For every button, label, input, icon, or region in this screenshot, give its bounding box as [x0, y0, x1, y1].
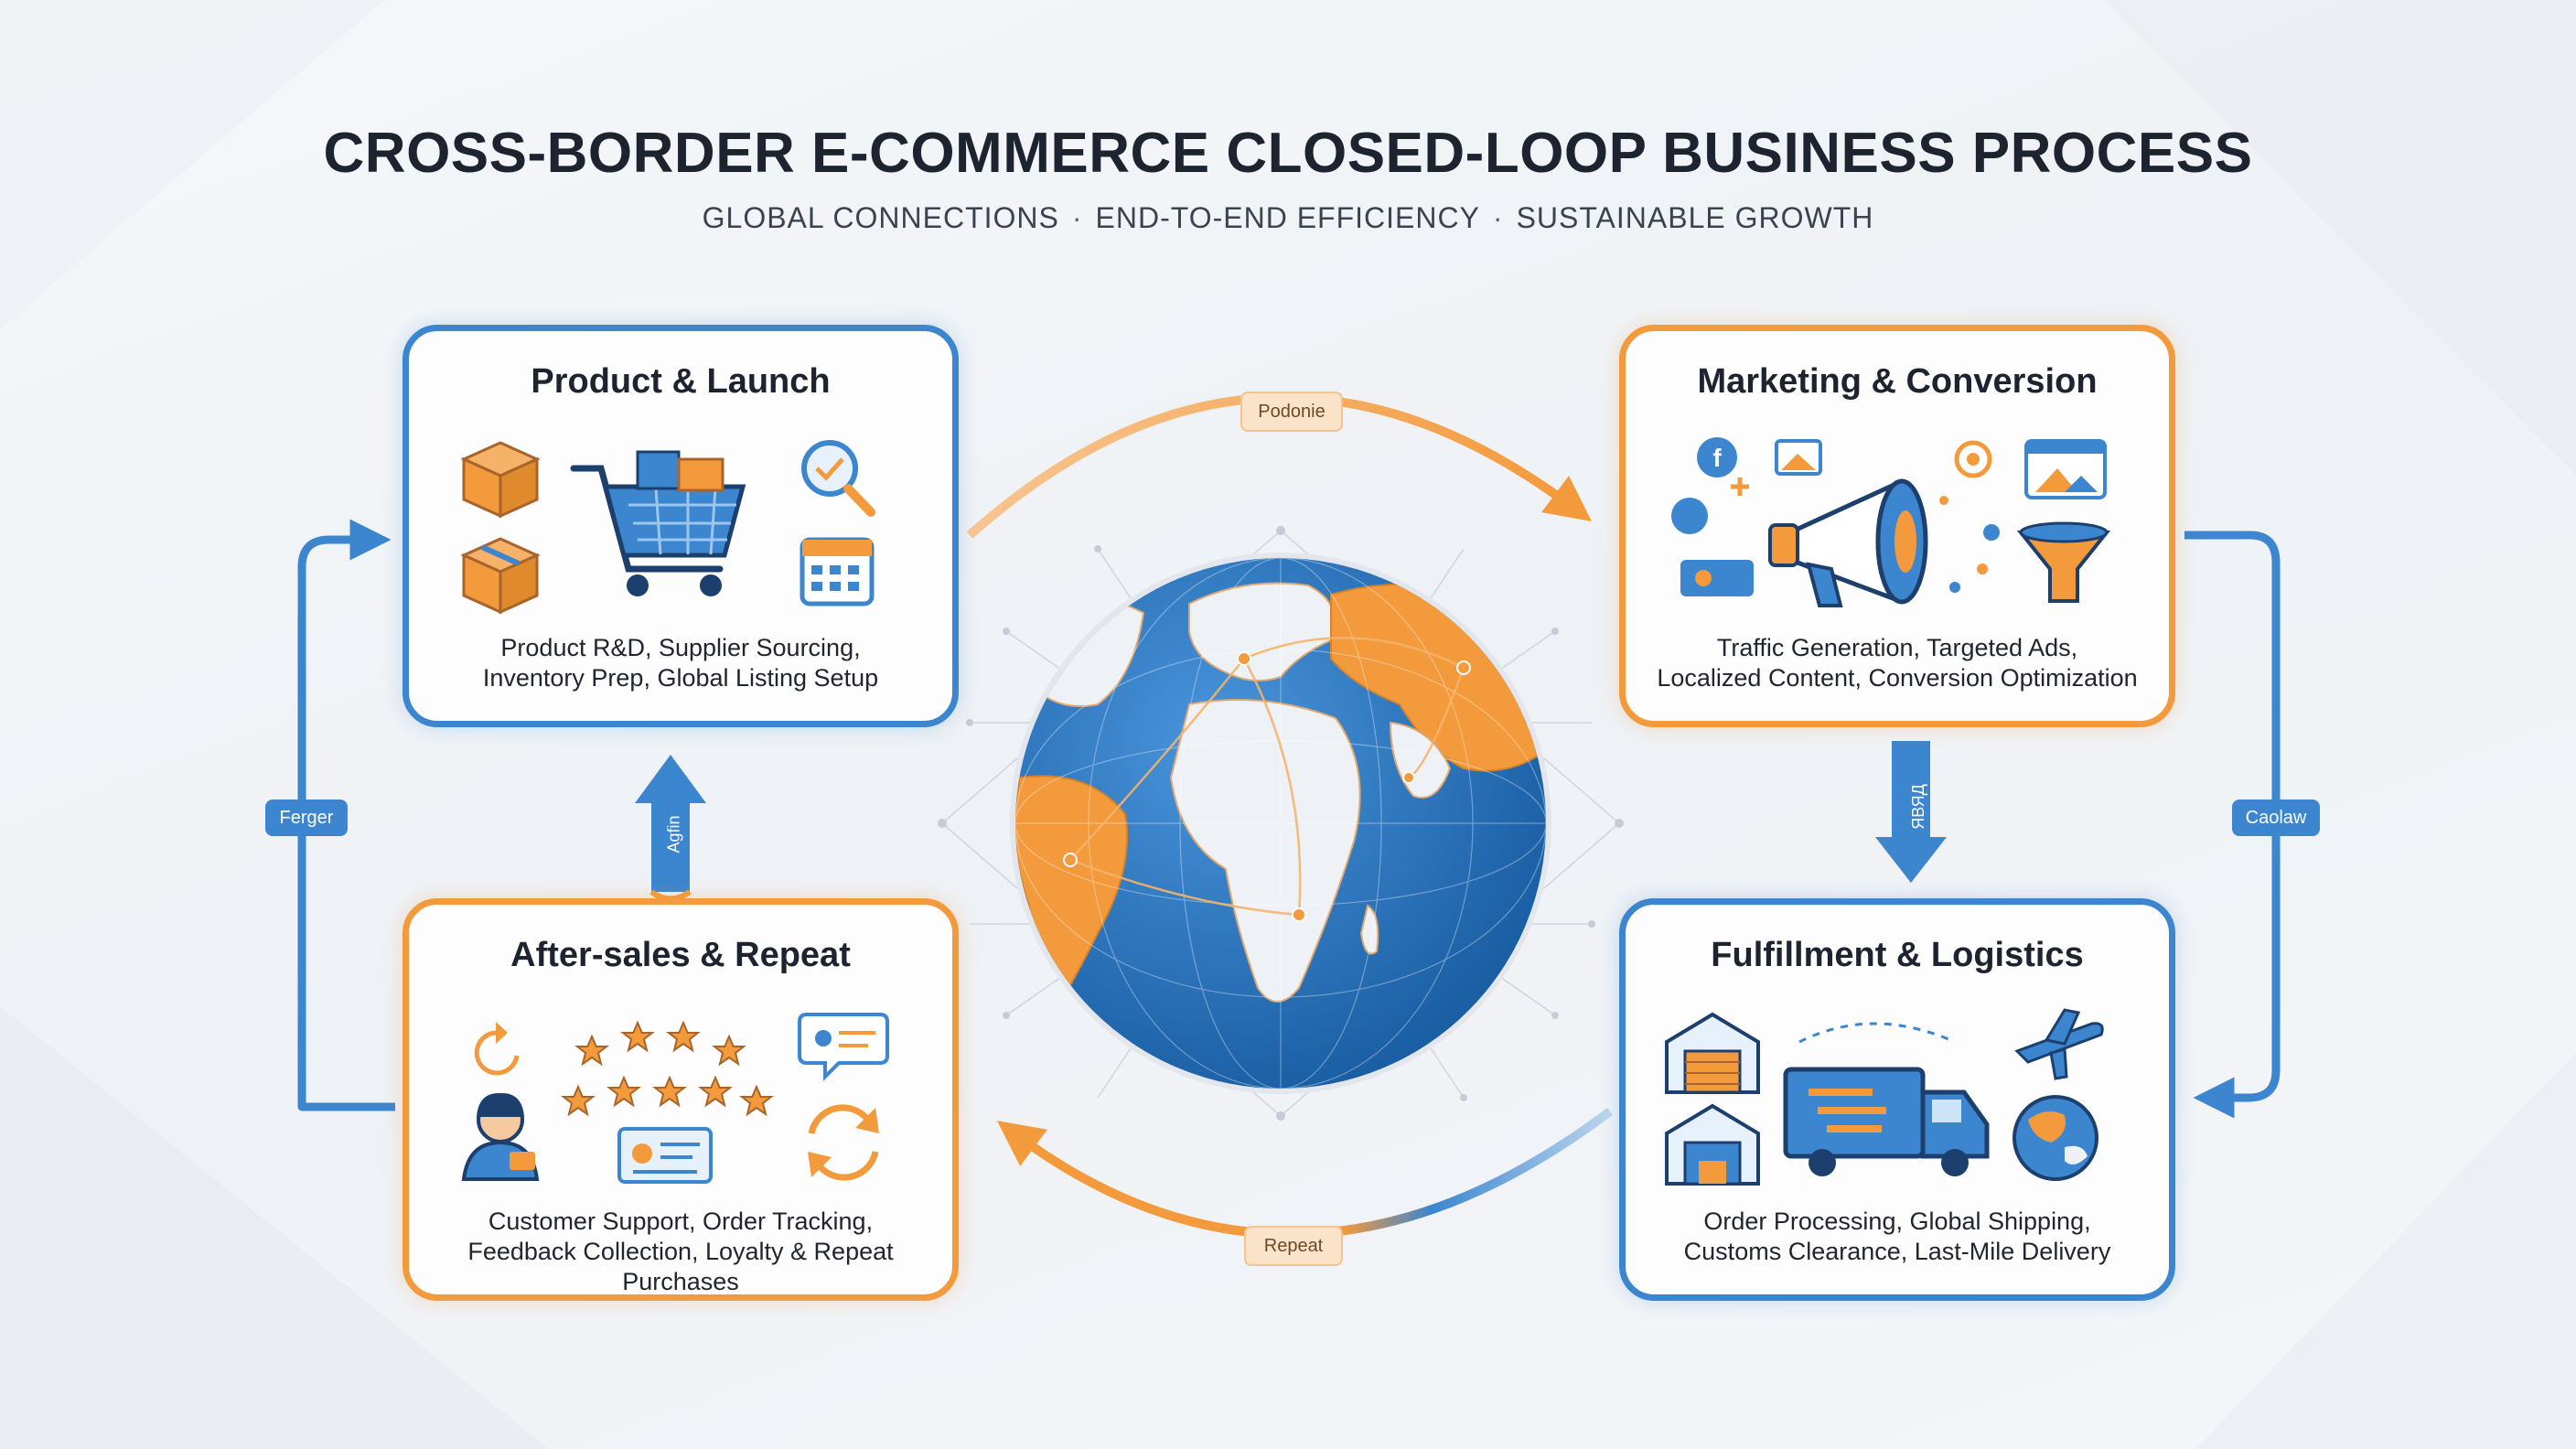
- up-arrow-label: Agfin: [655, 790, 686, 878]
- card-icons: [460, 440, 875, 615]
- megaphone-icon: [1768, 478, 1928, 607]
- warehouse-icon: [1665, 1012, 1760, 1094]
- truck-icon: [1783, 1022, 1990, 1176]
- target-icon: [1954, 440, 1992, 478]
- card-description: Traffic Generation, Targeted Ads, Locali…: [1635, 633, 2160, 693]
- browser-icon: [2024, 439, 2107, 499]
- support-agent-icon: [461, 1092, 540, 1181]
- svg-text:f: f: [1712, 444, 1722, 472]
- box-icon: [460, 537, 541, 615]
- card-aftersales-repeat[interactable]: After-sales & Repeat: [402, 898, 959, 1301]
- id-card-icon: [617, 1127, 713, 1184]
- card-title: After-sales & Repeat: [510, 936, 851, 974]
- card-description: Product R&D, Supplier Sourcing, Inventor…: [418, 633, 943, 693]
- page-subtitle: GLOBAL CONNECTIONS · END-TO-END EFFICIENCY…: [0, 201, 2576, 235]
- card-desc-line: Customer Support, Order Tracking,: [488, 1208, 874, 1235]
- stars-icon: [561, 1020, 774, 1117]
- refresh-small-icon: [474, 1022, 520, 1076]
- card-desc-line: Traffic Generation, Targeted Ads,: [1716, 634, 2078, 661]
- card-description: Order Processing, Global Shipping, Custo…: [1635, 1207, 2160, 1267]
- cart-icon: [570, 450, 746, 596]
- card-title: Product & Launch: [531, 362, 831, 401]
- left-loop-label: Ferger: [265, 800, 348, 836]
- subtitle-growth: SUSTAINABLE GROWTH: [1516, 201, 1874, 234]
- box-icon: [460, 441, 541, 519]
- chat-icon: [798, 1013, 889, 1081]
- subtitle-separator: ·: [1071, 201, 1083, 234]
- subtitle-separator: ·: [1492, 201, 1504, 234]
- card-desc-line: Product R&D, Supplier Sourcing,: [500, 634, 861, 661]
- magnifier-icon: [801, 440, 875, 517]
- card-desc-line: Customs Clearance, Last-Mile Delivery: [1683, 1238, 2111, 1265]
- airplane-icon: [2014, 1008, 2104, 1080]
- card-icons: [461, 1013, 889, 1184]
- card-desc-line: Feedback Collection, Loyalty & Repeat Pu…: [467, 1238, 894, 1295]
- card-icons: f: [1671, 437, 2111, 607]
- right-loop-label: Caolaw: [2232, 800, 2320, 836]
- warehouse-icon: [1665, 1103, 1760, 1186]
- card-desc-line: Order Processing, Global Shipping,: [1703, 1208, 2091, 1235]
- down-arrow-label: ЯВЯД: [1895, 763, 1927, 851]
- image-icon: [1775, 439, 1822, 476]
- page-title: CROSS-BORDER E-COMMERCE CLOSED-LOOP BUSI…: [323, 122, 2253, 185]
- top-arc-label: Podonie: [1240, 392, 1343, 432]
- card-marketing-conversion[interactable]: Marketing & Conversion f: [1619, 325, 2175, 727]
- card-desc-line: Localized Content, Conversion Optimizati…: [1657, 664, 2138, 692]
- down-arrow-text: ЯВЯД: [1908, 784, 1927, 830]
- up-arrow-text: Agfin: [664, 815, 683, 853]
- world-globe: [938, 526, 1624, 1121]
- refresh-icon: [808, 1104, 879, 1181]
- globe-icon: [2012, 1095, 2098, 1181]
- card-product-launch[interactable]: Product & Launch: [402, 325, 959, 727]
- card-title: Marketing & Conversion: [1697, 362, 2098, 401]
- subtitle-efficiency: END-TO-END EFFICIENCY: [1095, 201, 1480, 234]
- card-icons: [1665, 1008, 2104, 1186]
- card-title: Fulfillment & Logistics: [1711, 936, 2084, 974]
- calendar-icon: [800, 537, 875, 606]
- card-description: Customer Support, Order Tracking, Feedba…: [418, 1207, 943, 1297]
- funnel-icon: [2016, 521, 2111, 603]
- card-fulfillment-logistics[interactable]: Fulfillment & Logistics: [1619, 898, 2175, 1301]
- card-desc-line: Inventory Prep, Global Listing Setup: [482, 664, 879, 692]
- social-icon: f: [1671, 437, 1754, 596]
- subtitle-global: GLOBAL CONNECTIONS: [702, 201, 1059, 234]
- bottom-arc-label: Repeat: [1244, 1226, 1343, 1266]
